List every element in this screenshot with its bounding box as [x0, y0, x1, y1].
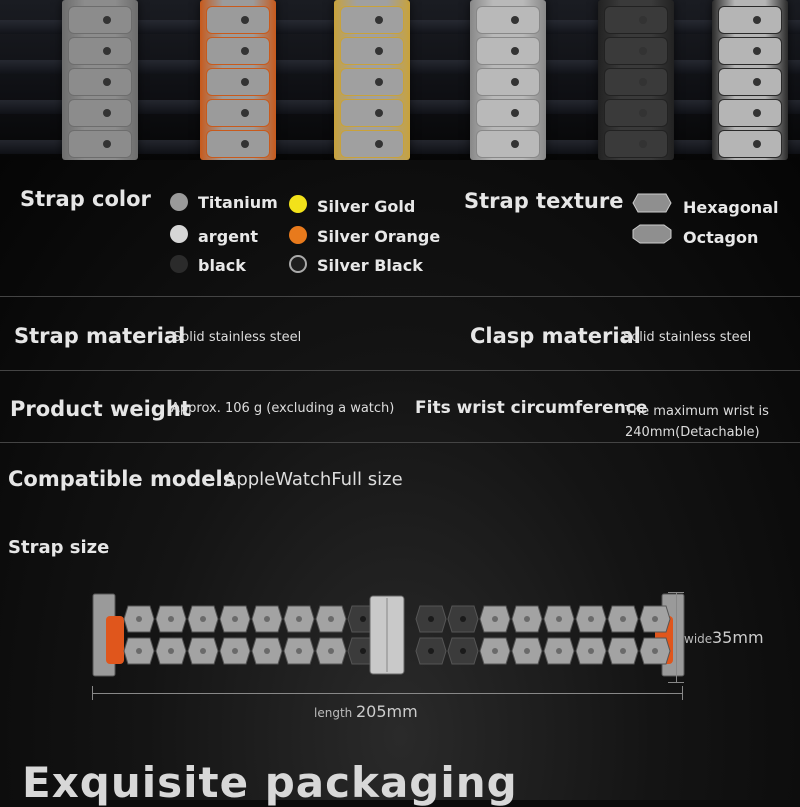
divider: [0, 370, 800, 371]
band-link-dot: [652, 648, 658, 654]
width-dimension-line: [676, 592, 677, 682]
strap-photo-silver-gold: [334, 0, 410, 160]
band-link-dot: [620, 648, 626, 654]
product-weight-label: Product weight: [10, 397, 191, 421]
strap-photo-titanium: [62, 0, 138, 160]
band-link-dot: [524, 648, 530, 654]
band-link-dot: [200, 616, 206, 622]
product-weight-value: Approx. 106 g (excluding a watch): [171, 401, 395, 416]
swatch-argent: [170, 225, 188, 243]
hexagon-icon: [632, 193, 672, 213]
strap-texture-label: Strap texture: [464, 189, 624, 213]
band-link-dot: [620, 616, 626, 622]
width-dimension-tick: [668, 682, 684, 683]
swatch-silver-orange: [289, 226, 307, 244]
color-option-silver-gold: Silver Gold: [317, 197, 416, 216]
color-option-argent: argent: [198, 227, 259, 246]
band-link-dot: [232, 648, 238, 654]
band-link-dot: [264, 648, 270, 654]
packaging-heading: Exquisite packaging: [22, 758, 518, 807]
color-option-black: black: [198, 256, 246, 275]
band-link-dot: [232, 616, 238, 622]
strap-material-label: Strap material: [14, 324, 186, 348]
swatch-black: [170, 255, 188, 273]
band-link-dot: [428, 616, 434, 622]
band-link-dot: [136, 616, 142, 622]
octagon-icon: [632, 224, 672, 244]
width-prefix: wide: [684, 632, 713, 646]
clasp-material-value: Solid stainless steel: [623, 330, 752, 345]
strap-photo-silver-orange: [200, 0, 276, 160]
band-link-dot: [588, 616, 594, 622]
band-link-dot: [136, 648, 142, 654]
band-link-dot: [460, 616, 466, 622]
strap-photo-silver-black: [712, 0, 788, 160]
band-link-dot: [588, 648, 594, 654]
wrist-value-line1: The maximum wrist is: [625, 404, 769, 419]
color-option-titanium: Titanium: [198, 193, 278, 212]
band-link-dot: [556, 616, 562, 622]
length-dimension-line: [92, 693, 682, 694]
length-value: 205mm: [356, 702, 418, 721]
swatch-silver-black: [289, 255, 307, 273]
texture-option-hexagonal: Hexagonal: [683, 198, 779, 217]
strap-material-value: Solid stainless steel: [173, 330, 302, 345]
color-option-silver-black: Silver Black: [317, 256, 423, 275]
band-link-dot: [524, 616, 530, 622]
strap-photo-black: [598, 0, 674, 160]
swatch-titanium: [170, 193, 188, 211]
divider: [0, 442, 800, 443]
wrist-value-line2: 240mm(Detachable): [625, 425, 760, 440]
band-link-dot: [328, 616, 334, 622]
texture-option-octagon: Octagon: [683, 228, 759, 247]
band-link-dot: [360, 648, 366, 654]
width-value: 35mm: [712, 628, 764, 647]
divider: [0, 296, 800, 297]
band-link-dot: [168, 616, 174, 622]
length-dimension-tick: [92, 686, 93, 700]
strap-size-label: Strap size: [8, 537, 110, 558]
band-link-dot: [296, 616, 302, 622]
strap-diagram: [92, 593, 685, 677]
band-link-dot: [460, 648, 466, 654]
width-dimension-tick: [668, 592, 684, 593]
strap-color-label: Strap color: [20, 187, 151, 211]
band-link-dot: [652, 616, 658, 622]
band-link-dot: [168, 648, 174, 654]
band-link-dot: [428, 648, 434, 654]
swatch-silver-gold: [289, 195, 307, 213]
strap-photo-argent: [470, 0, 546, 160]
clasp-material-label: Clasp material: [470, 324, 641, 348]
band-link-dot: [200, 648, 206, 654]
band-link-dot: [296, 648, 302, 654]
band-link-dot: [264, 616, 270, 622]
length-prefix: length: [314, 706, 353, 720]
band-link-dot: [556, 648, 562, 654]
band-link-dot: [328, 648, 334, 654]
band-link-dot: [360, 616, 366, 622]
band-link-dot: [492, 616, 498, 622]
band-link-dot: [492, 648, 498, 654]
product-photo-strip: [0, 0, 800, 160]
wrist-circumference-label: Fits wrist circumference: [415, 398, 648, 418]
compatible-models-label: Compatible models: [8, 467, 236, 491]
length-dimension-tick: [682, 686, 683, 700]
color-option-silver-orange: Silver Orange: [317, 227, 441, 246]
compatible-models-value: AppleWatchFull size: [224, 469, 403, 490]
